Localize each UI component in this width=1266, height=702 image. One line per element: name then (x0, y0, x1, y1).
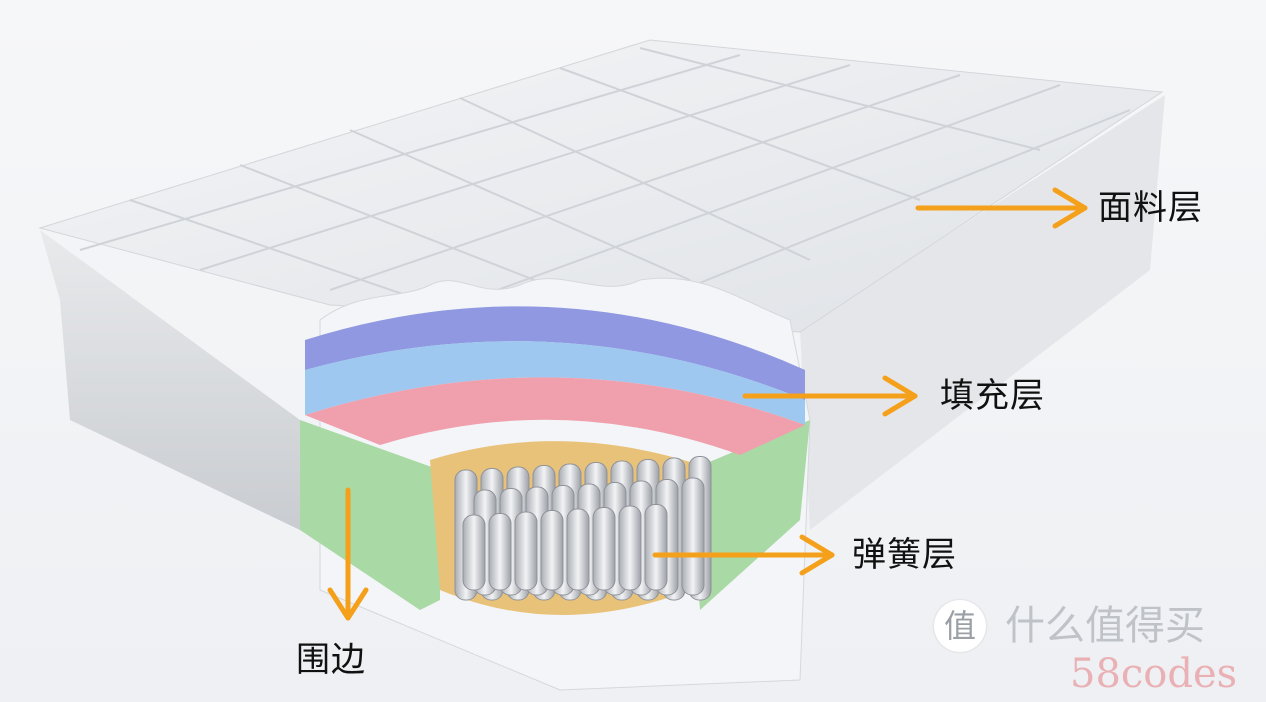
mattress-left-side (40, 230, 300, 530)
arrows (327, 187, 1088, 621)
spring-coil (488, 513, 512, 591)
arrow-border (327, 487, 369, 621)
spring-coil (566, 508, 590, 591)
watermark-badge: 值 (934, 600, 986, 652)
foam-layer-pink (305, 377, 805, 455)
spring-coil (681, 477, 705, 596)
arrow-filling-layer (742, 375, 918, 417)
label-spring-layer: 弹簧层 (852, 535, 957, 575)
arrow-spring-layer (652, 534, 835, 576)
arrow-fabric-layer (915, 187, 1088, 229)
quilt-grid (79, 47, 1131, 316)
label-fabric-layer: 面料层 (1098, 188, 1203, 228)
foam-layer-top (305, 306, 805, 400)
spring-coil (540, 510, 564, 591)
border-foam-right (690, 420, 810, 610)
watermark-overlay: 58codes (1070, 651, 1238, 697)
spring-coil (592, 507, 616, 591)
spring-coil (644, 504, 668, 591)
mattress-top (38, 39, 1164, 333)
spring-coils (454, 456, 712, 601)
foam-layer-blue (305, 341, 805, 425)
border-foam-left (300, 420, 440, 610)
spring-coil (514, 511, 538, 591)
spring-coil (462, 514, 486, 591)
watermark-brand: 什么值得买 (1005, 603, 1205, 649)
spring-coil (618, 505, 642, 591)
label-border: 围边 (296, 640, 366, 680)
label-filling-layer: 填充层 (940, 376, 1045, 416)
